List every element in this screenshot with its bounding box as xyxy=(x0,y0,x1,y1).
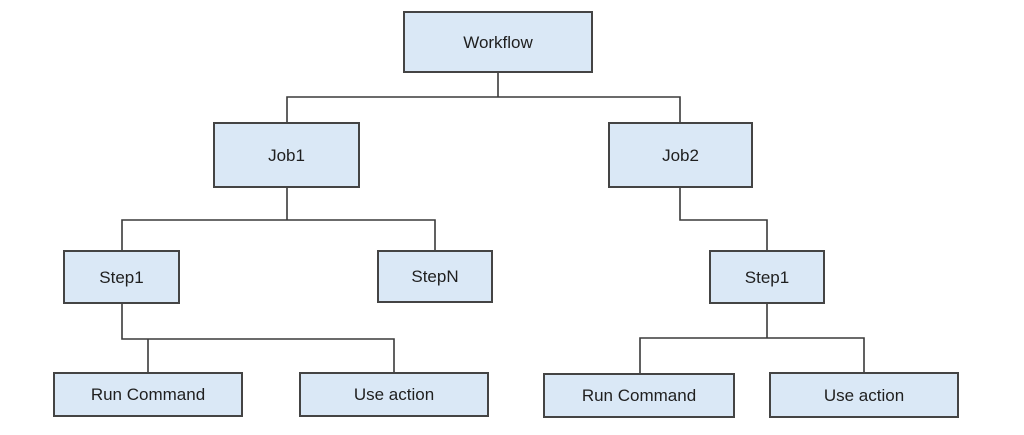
node-step1-left: Step1 xyxy=(63,250,180,304)
node-run-command-right: Run Command xyxy=(543,373,735,418)
connector-step1-right-to-actions xyxy=(639,304,865,373)
node-job1: Job1 xyxy=(213,122,360,188)
connector-step1-left-to-actions xyxy=(121,304,395,372)
node-use-action-left: Use action xyxy=(299,372,489,417)
connector-job1-to-steps xyxy=(121,188,436,250)
connector-workflow-to-jobs xyxy=(286,73,681,122)
node-job2: Job2 xyxy=(608,122,753,188)
node-run-command-left: Run Command xyxy=(53,372,243,417)
node-step1-right: Step1 xyxy=(709,250,825,304)
connector-job2-to-step1 xyxy=(679,188,768,250)
node-use-action-right: Use action xyxy=(769,372,959,418)
node-stepn: StepN xyxy=(377,250,493,303)
node-workflow: Workflow xyxy=(403,11,593,73)
